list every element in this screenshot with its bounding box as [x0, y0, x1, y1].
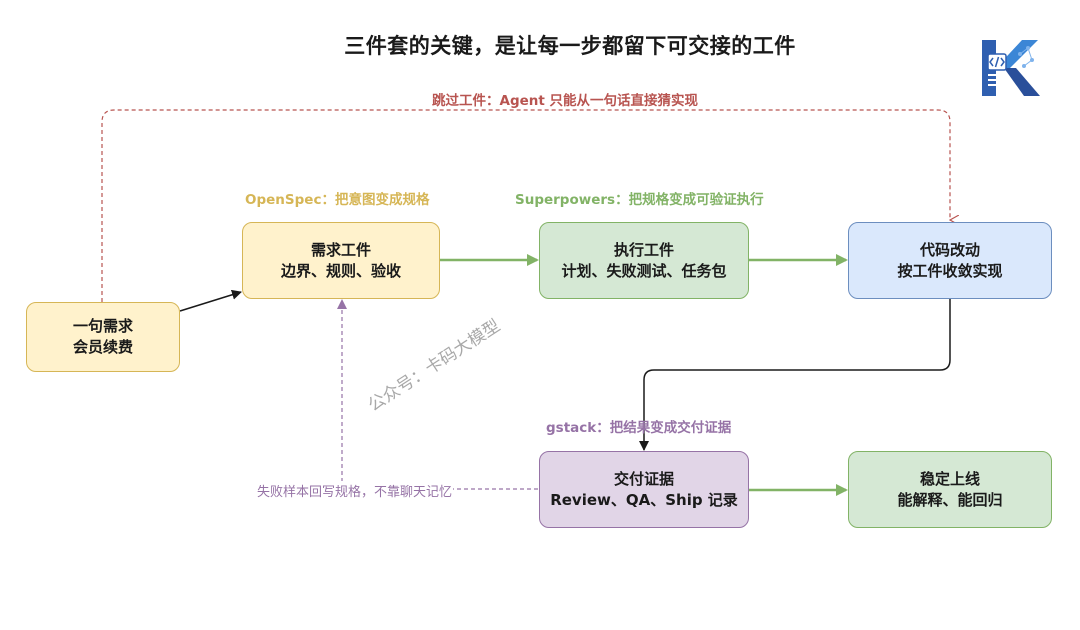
feedback-label: 失败样本回写规格，不靠聊天记忆 [256, 481, 454, 500]
node-release-title: 稳定上线 [919, 469, 980, 488]
node-code-title: 代码改动 [919, 240, 980, 259]
node-req-title: 需求工件 [310, 240, 371, 259]
node-exec-subtitle: 计划、失败测试、任务包 [561, 261, 727, 280]
node-exec-title: 执行工件 [613, 240, 674, 259]
superpowers-label: Superpowers：把规格变成可验证执行 [515, 192, 764, 208]
logo [982, 40, 1040, 96]
node-execution-artifact: 执行工件 计划、失败测试、任务包 [539, 222, 749, 299]
node-stable-release: 稳定上线 能解释、能回归 [848, 451, 1052, 528]
code-to-evidence-arrow [639, 299, 951, 451]
page-title: 三件套的关键，是让每一步都留下可交接的工件 [344, 34, 796, 58]
node-delivery-evidence: 交付证据 Review、QA、Ship 记录 [539, 451, 749, 528]
skip-label: 跳过工件：Agent 只能从一句话直接猜实现 [432, 93, 699, 109]
code-brackets-icon [987, 53, 1007, 86]
node-release-subtitle: 能解释、能回归 [897, 490, 1003, 509]
node-evidence-title: 交付证据 [613, 469, 674, 488]
node-req-subtitle: 边界、规则、验收 [280, 261, 401, 280]
node-input-title: 一句需求 [72, 317, 133, 335]
node-evidence-subtitle: Review、QA、Ship 记录 [550, 490, 738, 509]
node-requirement-artifact: 需求工件 边界、规则、验收 [242, 222, 440, 299]
node-code-subtitle: 按工件收敛实现 [897, 261, 1003, 280]
node-input: 一句需求 会员续费 [26, 302, 180, 372]
gstack-label: gstack：把结果变成交付证据 [546, 420, 732, 436]
node-code-change: 代码改动 按工件收敛实现 [848, 222, 1052, 299]
openspec-label: OpenSpec：把意图变成规格 [245, 192, 430, 208]
input-to-req-arrow [179, 289, 242, 312]
node-input-subtitle: 会员续费 [72, 338, 133, 356]
skip-connector [101, 109, 950, 302]
